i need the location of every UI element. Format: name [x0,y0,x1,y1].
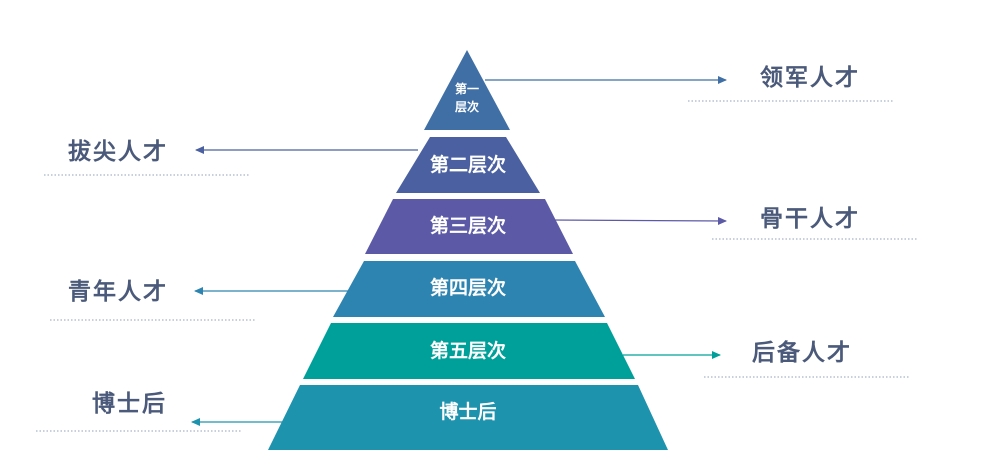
right-label-3: 后备人才 [752,339,852,366]
level-5-label: 第五层次 [430,339,506,362]
arrow-right-2 [549,216,727,225]
right-callouts: 领军人才 骨干人才 后备人才 [485,64,917,378]
left-label-3: 博士后 [92,390,167,417]
level-5-shape [303,323,635,379]
left-label-2: 青年人才 [68,278,168,305]
level-2-shape [396,137,540,193]
level-6-shape [268,385,668,450]
right-label-1: 领军人才 [760,64,860,91]
level-1-shape [424,50,510,130]
left-callouts: 拔尖人才 青年人才 博士后 [36,138,418,432]
level-2-label: 第二层次 [430,153,506,176]
level-4-label: 第四层次 [430,276,506,299]
level-1-label-line2: 层次 [455,99,479,114]
level-6-label: 博士后 [439,400,496,423]
pyramid: 第一 层次 第二层次 第三层次 第四层次 第五层次 博士后 [268,50,668,450]
level-1-label-line1: 第一 [455,81,479,96]
level-3-label: 第三层次 [430,214,506,237]
left-label-1: 拔尖人才 [68,138,168,165]
right-label-2: 骨干人才 [760,206,860,232]
level-3-shape [365,199,573,254]
level-4-shape [333,261,605,317]
